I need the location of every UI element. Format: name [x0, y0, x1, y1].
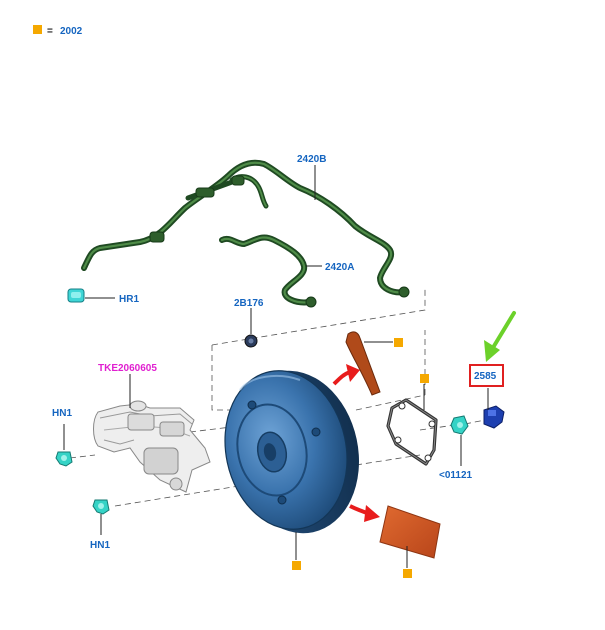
shield-code-square-lower — [403, 569, 412, 578]
label-hose-lower: 2420A — [325, 262, 354, 273]
legend-equals: = — [47, 26, 53, 37]
sensor-2585 — [483, 388, 505, 429]
vacuum-hose-assembly — [81, 159, 410, 308]
label-hose-clip: HR1 — [119, 294, 139, 305]
legend: = 2002 — [33, 25, 83, 37]
hose-clip-hr1 — [67, 288, 115, 303]
booster-code-square — [292, 561, 301, 570]
label-nut-top: HN1 — [52, 408, 72, 419]
sensor-highlight-box — [469, 364, 504, 387]
label-grommet: 2B176 — [234, 298, 264, 309]
label-nut-right: <01121 — [439, 470, 473, 481]
label-master-cylinder: TKE2060605 — [98, 363, 157, 374]
brake-booster — [224, 370, 359, 534]
heat-shield-lower — [379, 505, 441, 578]
shield-code-square-upper — [394, 338, 403, 347]
nut-hn1-top — [55, 424, 73, 467]
nut-01121 — [450, 415, 469, 466]
label-nut-bottom: HN1 — [90, 540, 110, 551]
master-cylinder — [93, 400, 211, 493]
legend-square — [33, 25, 42, 34]
gasket-code-square — [420, 374, 429, 383]
assembly-guides — [69, 288, 486, 507]
booster-gasket — [386, 374, 438, 466]
green-arrow-icon — [484, 311, 516, 362]
label-hose-upper: 2420B — [297, 154, 326, 165]
red-arrow-upper — [332, 370, 351, 386]
nut-hn1-bottom — [92, 499, 110, 535]
label-sensor: 2585 — [474, 371, 497, 382]
heat-shield-upper — [345, 331, 403, 396]
grommet-2b176 — [244, 308, 258, 348]
legend-code: 2002 — [60, 26, 83, 37]
